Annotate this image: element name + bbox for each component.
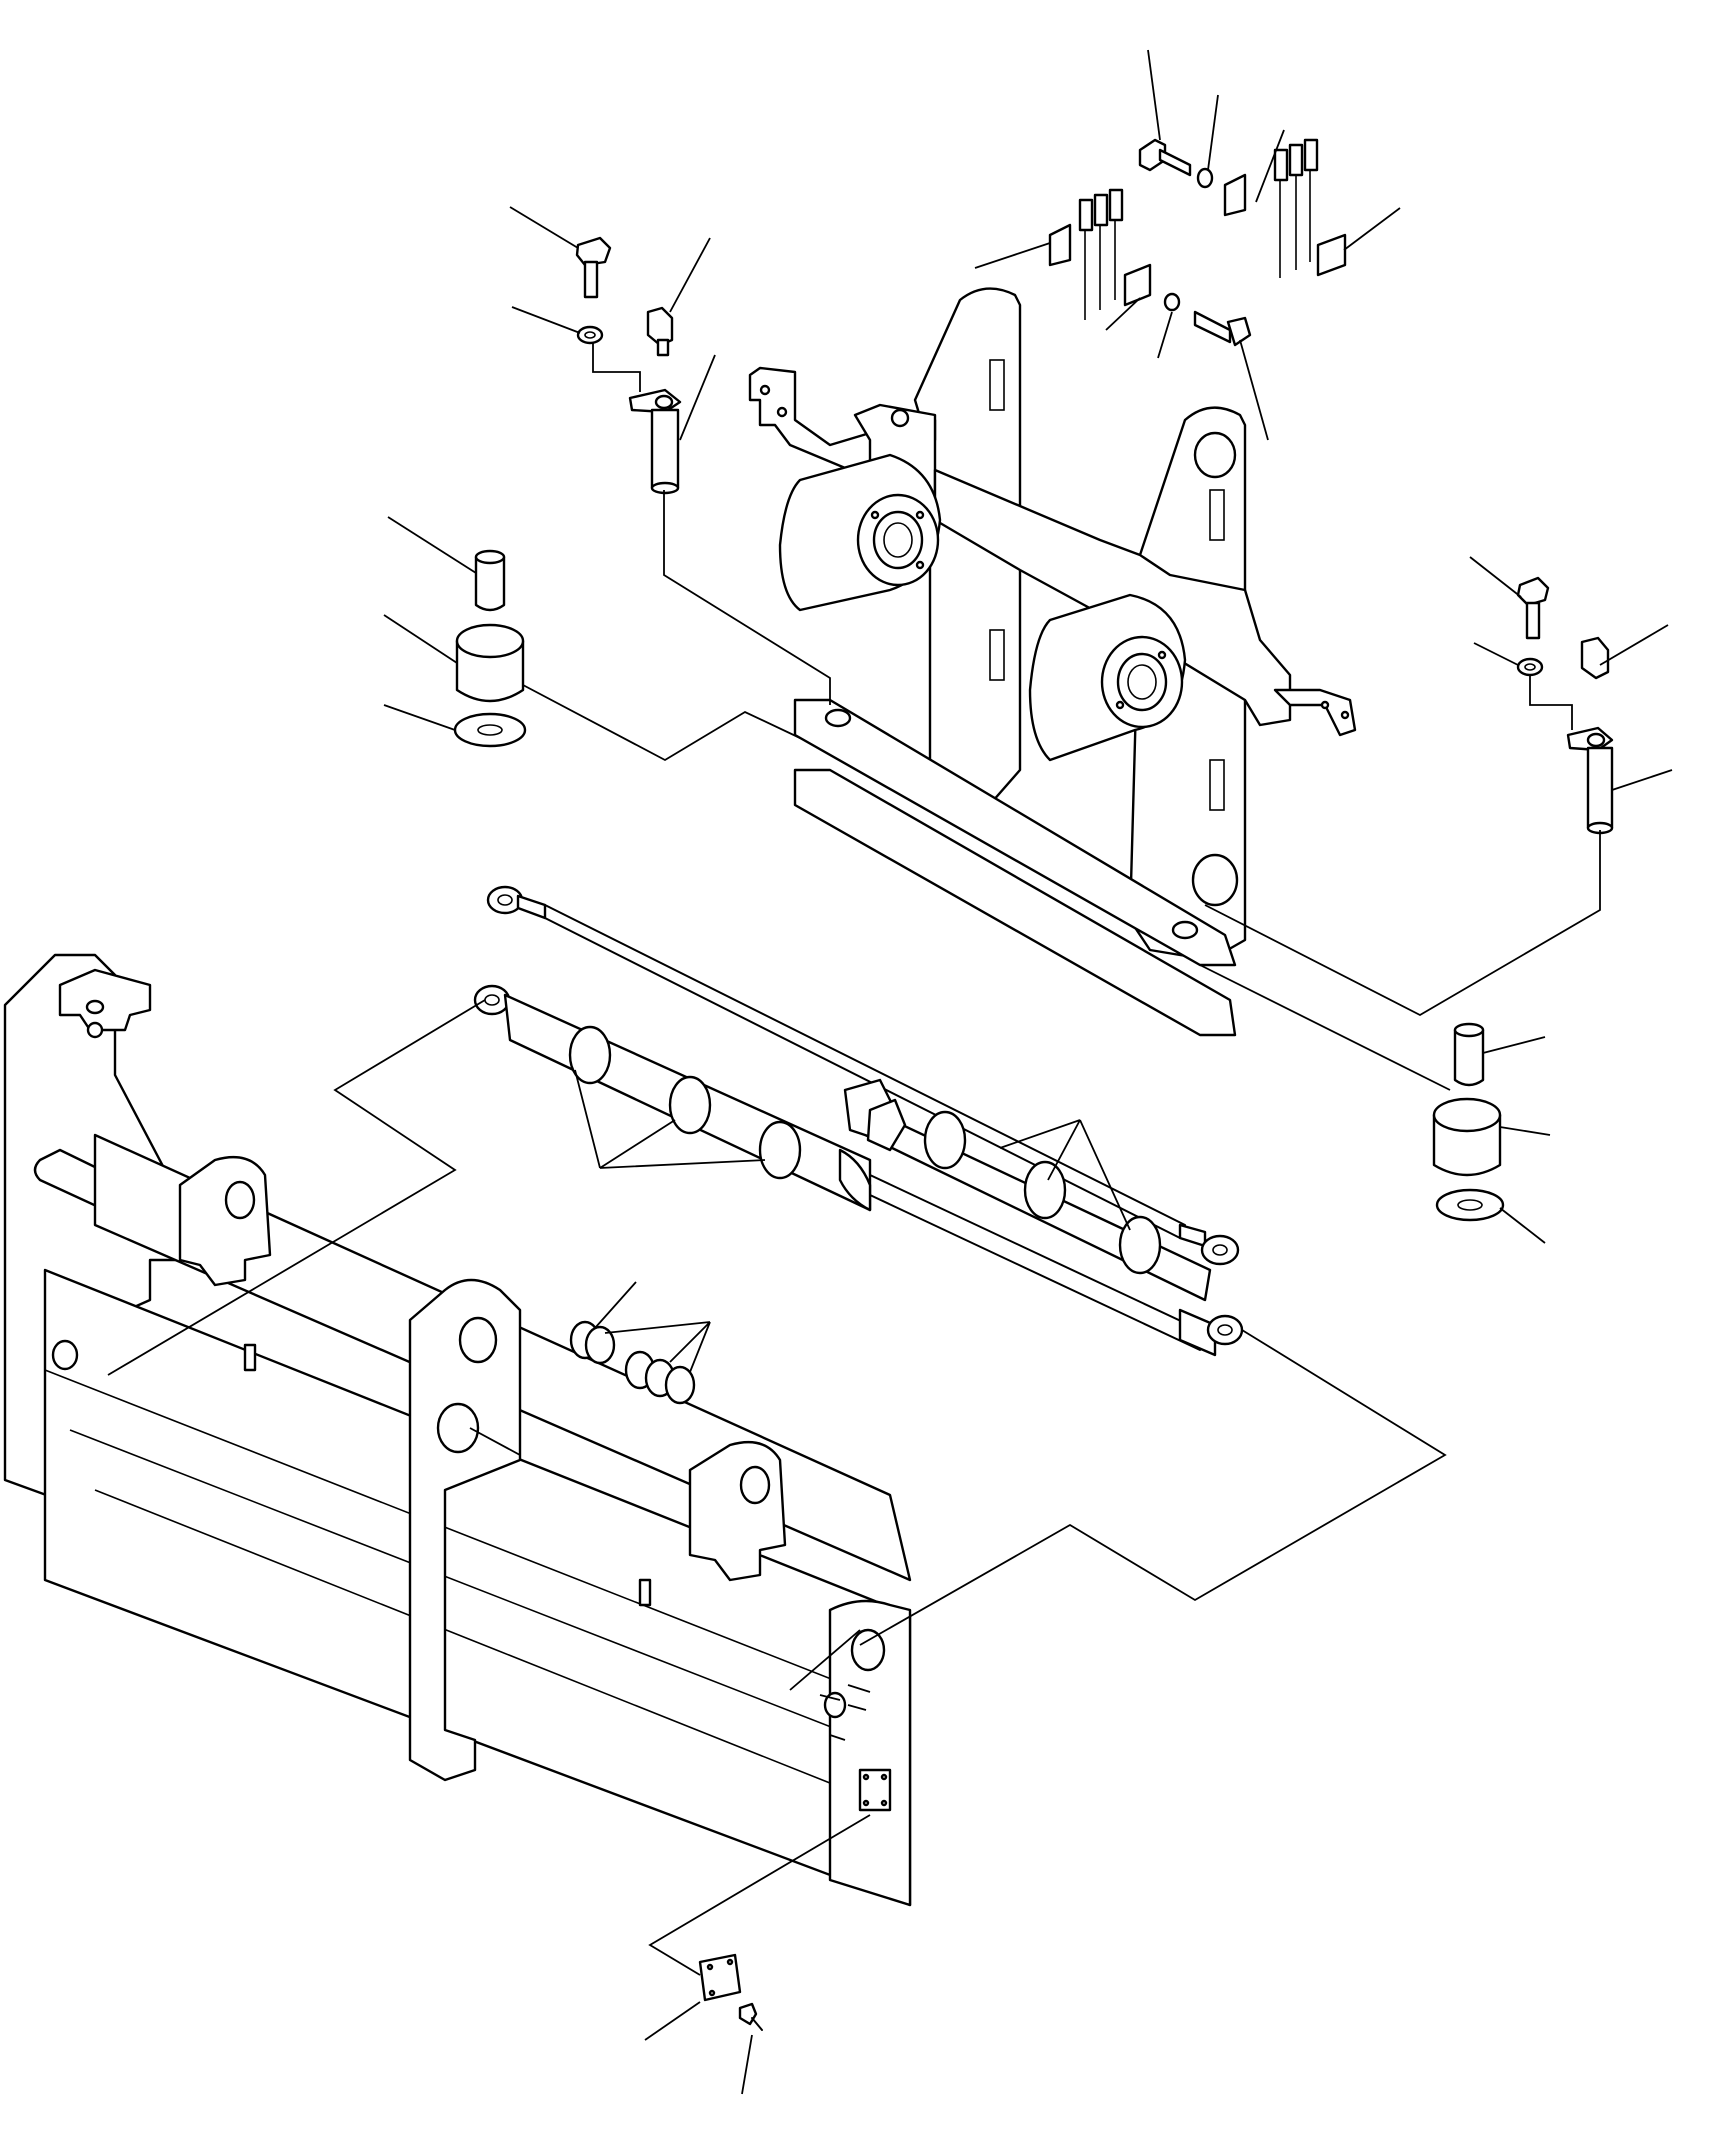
hydraulic-cylinder bbox=[473, 984, 1244, 1357]
top-left-pin-group bbox=[575, 236, 682, 495]
main-fork-frame bbox=[3, 953, 912, 1907]
tie-rod bbox=[486, 885, 1240, 1266]
right-pin-group bbox=[1516, 576, 1614, 835]
top-right-hardware bbox=[1048, 138, 1347, 347]
carriage-frame bbox=[748, 287, 1357, 1037]
bottom-plate-and-screw bbox=[698, 1953, 763, 2031]
left-bushing-stack bbox=[453, 549, 527, 748]
caps-and-plugs bbox=[569, 1320, 696, 1405]
right-bushing-stack bbox=[1432, 1022, 1505, 1222]
leader-lines bbox=[107, 49, 1673, 2095]
